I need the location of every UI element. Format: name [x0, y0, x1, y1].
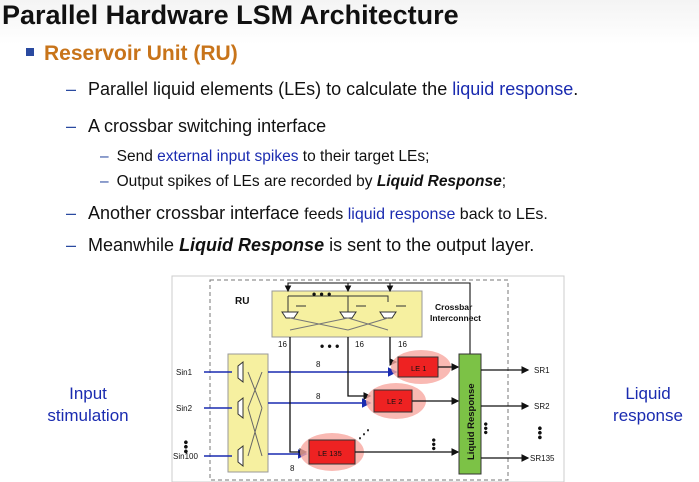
dash-icon: –: [66, 235, 77, 255]
top-bus-dots: • • •: [320, 339, 339, 353]
le2-label: LE 2: [387, 397, 402, 406]
dash-icon: –: [66, 116, 77, 136]
crossbar-label-line1: Crossbar: [435, 302, 473, 312]
section-heading: Reservoir Unit (RU): [44, 42, 238, 65]
output-dots: •••: [479, 422, 493, 435]
liquid-response-label: Liquid Response: [466, 383, 477, 460]
input-sin2: Sin2: [176, 404, 193, 413]
bullet-parallel-les: –Parallel liquid elements (LEs) to calcu…: [66, 79, 579, 99]
sub-bullet-output: –Output spikes of LEs are recorded by Li…: [100, 173, 507, 190]
square-bullet-icon: [26, 48, 34, 57]
bus-width-16c: 16: [398, 340, 407, 349]
feedback-wires: [284, 282, 471, 355]
dash-icon: –: [66, 203, 77, 223]
le-dots-right: •••: [427, 438, 441, 451]
ru-boundary: [209, 279, 509, 481]
bus-width-8b: 8: [316, 392, 321, 401]
section-bullet: Reservoir Unit (RU): [26, 42, 238, 66]
output-dots-right: •••: [533, 426, 548, 440]
slide-title: Parallel Hardware LSM Architecture: [2, 0, 459, 30]
liquid-response-side-label: Liquid response: [613, 384, 683, 425]
crossbar-label-line2: Interconnect: [430, 313, 481, 323]
input-dots: •••: [179, 440, 194, 454]
input-stimulation-label: Input stimulation: [47, 384, 129, 425]
sub-bullet-send: –Send external input spikes to their tar…: [100, 148, 430, 165]
crossbar-dots: • • •: [312, 287, 331, 301]
le1-label: LE 1: [411, 364, 426, 373]
input-crossbar-internals: [237, 360, 263, 468]
le-to-lr-wires: [355, 363, 460, 456]
title-band: [0, 0, 699, 44]
output-sr2: SR2: [534, 402, 550, 411]
output-wires: [481, 366, 530, 462]
bullet-feedback: –Another crossbar interface feeds liquid…: [66, 203, 548, 223]
bus-width-16b: 16: [355, 340, 364, 349]
bus-width-8a: 8: [316, 360, 321, 369]
bullet-output-layer: –Meanwhile Liquid Response is sent to th…: [66, 235, 535, 255]
input-sin1: Sin1: [176, 368, 193, 377]
output-sr1: SR1: [534, 366, 550, 375]
dash-icon: –: [100, 173, 109, 190]
le135-label: LE 135: [318, 449, 342, 458]
dash-icon: –: [66, 79, 77, 99]
crossbar-internals: [281, 295, 406, 331]
dash-icon: –: [100, 148, 109, 165]
bus-width-16a: 16: [278, 340, 287, 349]
output-sr135: SR135: [530, 454, 555, 463]
input-sin100: Sin100: [173, 452, 198, 461]
le135: [308, 439, 356, 465]
liquid-response-block: [458, 353, 482, 475]
bullet-crossbar: –A crossbar switching interface: [66, 116, 327, 136]
bus-width-8c: 8: [290, 464, 295, 473]
ru-label: RU: [235, 296, 249, 307]
le-dots-diag: ⋰: [358, 427, 370, 441]
